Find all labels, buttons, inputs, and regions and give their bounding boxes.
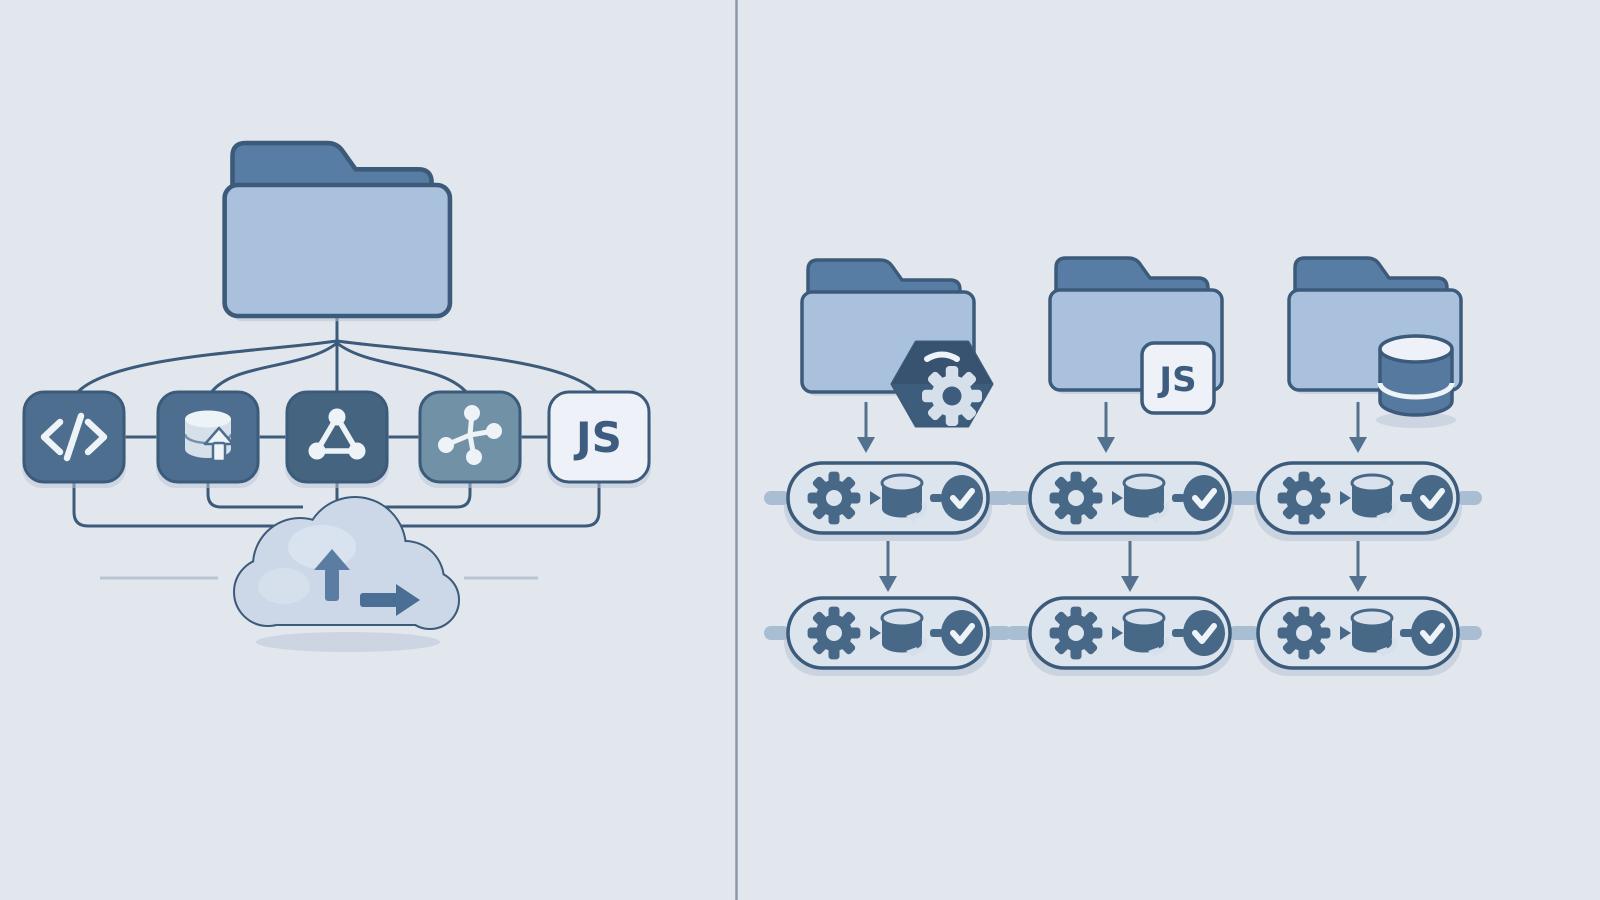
svg-text:JS: JS [1157,360,1196,400]
cloud-sync-icon [233,496,460,652]
tile-branch [416,390,524,490]
tile-database-upload [154,390,262,490]
root-folder [225,143,450,321]
code-icon [40,412,108,462]
network-triangle-icon [308,408,366,460]
database-upload-icon [183,410,235,463]
pipeline-step [1234,463,1482,541]
pipeline-step [1006,598,1254,676]
right-panel: JS [764,256,1482,676]
arrow-folder-js [1095,400,1117,455]
sync-right-arrow-icon [360,584,420,616]
arrow-pipeline-3 [1347,539,1369,594]
tile-network [283,390,391,490]
database-icon [1376,334,1456,428]
tile-javascript: JS [545,390,653,490]
arrow-folder-db [1347,400,1369,455]
arrow-pipeline-2 [1119,539,1141,594]
branch-hub-icon [438,405,502,465]
fan-connectors [74,310,600,395]
arrow-folder-package [855,400,877,455]
folder-javascript: JS [1048,256,1224,415]
folder-database [1287,256,1463,428]
left-panel: JS [20,143,653,652]
folder-package [800,258,994,428]
pipeline-step [764,598,1012,676]
js-badge: JS [1140,341,1216,415]
package-gear-icon [890,340,994,428]
pipeline-step [764,463,1012,541]
upload-arrow-icon [314,549,350,601]
pipeline-step [1234,598,1482,676]
arrow-pipeline-1 [877,539,899,594]
js-badge: JS [573,413,622,462]
pipeline-step [1006,463,1254,541]
tile-code [20,390,128,490]
